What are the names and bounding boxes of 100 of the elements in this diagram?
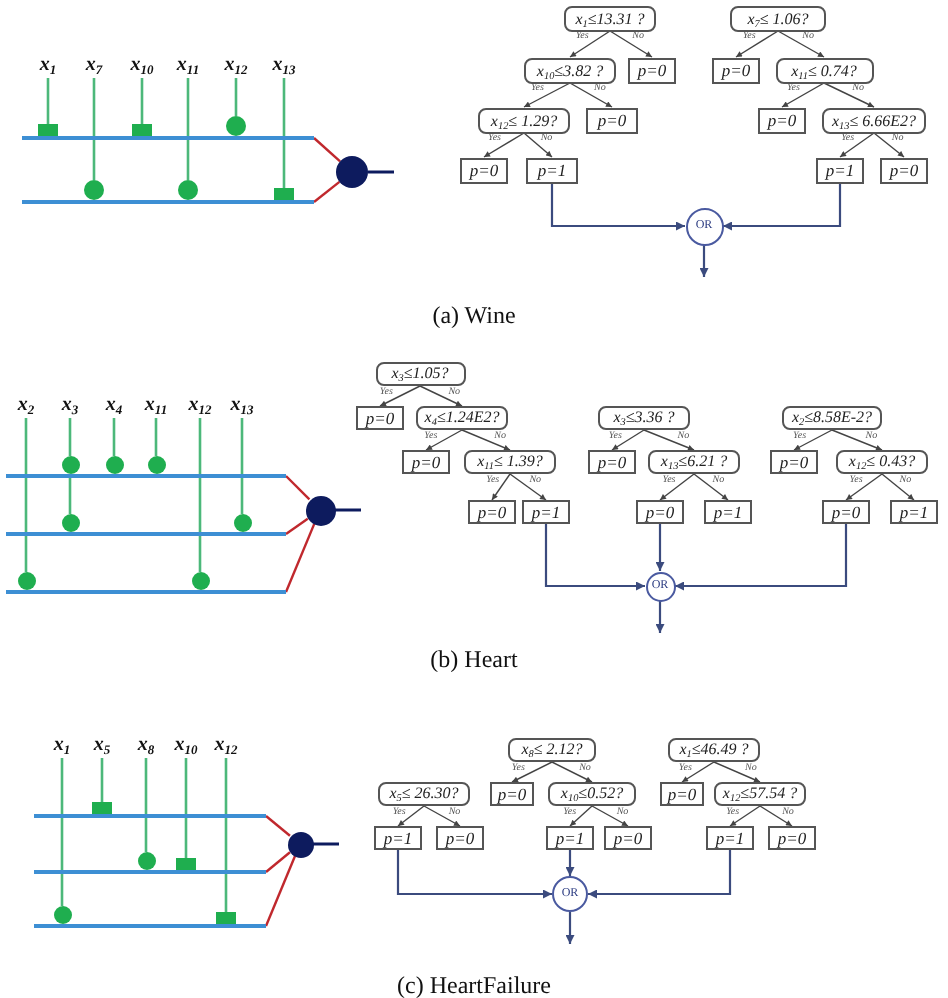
connector-line (264, 855, 297, 927)
figure-caption: (c) HeartFailure (397, 973, 551, 998)
connector-line (313, 842, 339, 846)
leaf-node: p=1 (374, 826, 422, 850)
circle-marker-icon (226, 116, 246, 136)
arrow (735, 30, 779, 58)
condition-node: x$_{10}$≤3.82 ? (524, 57, 616, 83)
arrow (777, 30, 825, 58)
variable-label: x$_{12}$ (214, 734, 238, 758)
leaf-node: p=1 (816, 157, 864, 183)
arrow (609, 30, 653, 58)
arrow (491, 473, 511, 501)
junction-dot-icon (287, 831, 313, 857)
circle-marker-icon (178, 180, 198, 200)
connector-line (92, 78, 96, 180)
variable-label: x$_{2}$ (17, 394, 35, 418)
arrow (655, 524, 665, 571)
connector-line (313, 137, 341, 163)
variable-label: x$_{10}$ (174, 734, 198, 758)
arrow (550, 183, 685, 231)
condition-node: x$_{1}$≤46.49 ? (668, 738, 760, 762)
connector-line (285, 475, 311, 501)
leaf-node: p=0 (660, 782, 704, 806)
arrow (831, 429, 883, 451)
horizontal-line (34, 924, 266, 928)
horizontal-line (22, 136, 314, 140)
arrow (511, 761, 553, 783)
leaf-node: p=0 (490, 782, 534, 806)
variable-label: x$_{8}$ (137, 734, 155, 758)
condition-node: x$_{3}$≤1.05? (375, 362, 465, 386)
arrow (569, 82, 613, 108)
connector-line (265, 851, 291, 873)
leaf-node: p=0 (468, 500, 516, 524)
figure-caption: (b) Heart (430, 647, 518, 673)
horizontal-line (34, 870, 266, 874)
variable-label: x$_{3}$ (61, 394, 79, 418)
arrow (569, 30, 611, 58)
connector-line (313, 180, 341, 203)
arrow (881, 473, 915, 501)
connector-line (144, 758, 148, 852)
leaf-node: p=0 (636, 500, 684, 524)
connector-line (234, 78, 238, 116)
connector-line (68, 418, 72, 456)
horizontal-line (6, 590, 286, 594)
square-marker-icon (38, 124, 58, 136)
circle-marker-icon (53, 906, 71, 924)
leaf-node: p=0 (628, 57, 676, 83)
leaf-node: p=0 (460, 157, 508, 183)
arrow (793, 429, 833, 451)
arrow (569, 805, 593, 827)
condition-node: x$_{12}$≤57.54 ? (714, 782, 806, 806)
connector-line (335, 508, 361, 512)
arrow (823, 82, 875, 108)
arrow (379, 385, 421, 407)
arrow (693, 473, 729, 501)
condition-node: x$_{1}$≤13.31 ? (564, 5, 656, 31)
leaf-node: p=1 (546, 826, 594, 850)
condition-node: x$_{12}$≤ 0.43? (836, 450, 928, 474)
arrow (781, 82, 825, 108)
connector-line (46, 78, 50, 124)
horizontal-line (22, 200, 314, 204)
arrow (659, 473, 695, 501)
condition-node: x$_{13}$≤ 6.66E2? (822, 107, 926, 133)
leaf-node: p=1 (890, 500, 938, 524)
arrow (588, 850, 732, 899)
connector-line (282, 78, 286, 188)
leaf-node: p=0 (712, 57, 760, 83)
arrow (425, 429, 463, 451)
connector-line (186, 78, 190, 180)
square-marker-icon (132, 124, 152, 136)
leaf-node: p=0 (758, 107, 806, 133)
arrow (397, 805, 425, 827)
condition-node: x$_{2}$≤8.58E-2? (782, 406, 882, 430)
leaf-node: p=0 (356, 406, 404, 430)
connector-line (224, 758, 228, 912)
circle-marker-icon (61, 514, 79, 532)
arrow (681, 761, 715, 783)
variable-label: x$_{11}$ (176, 54, 200, 78)
condition-node: x$_{13}$≤6.21 ? (648, 450, 740, 474)
connector-line (68, 474, 72, 514)
arrow (591, 805, 629, 827)
arrow (483, 132, 525, 158)
condition-node: x$_{11}$≤ 1.39? (464, 450, 556, 474)
leaf-node: p=1 (522, 500, 570, 524)
arrow (509, 473, 547, 501)
connector-line (184, 758, 188, 858)
connector-line (198, 418, 202, 572)
variable-label: x$_{12}$ (188, 394, 212, 418)
condition-node: x$_{3}$≤3.36 ? (598, 406, 690, 430)
condition-node: x$_{8}$≤ 2.12? (508, 738, 596, 762)
circle-marker-icon (105, 456, 123, 474)
arrow (655, 601, 665, 633)
arrow (839, 132, 875, 158)
variable-label: x$_{5}$ (93, 734, 111, 758)
condition-node: x$_{7}$≤ 1.06? (730, 5, 826, 31)
leaf-node: p=0 (436, 826, 484, 850)
leaf-node: p=0 (822, 500, 870, 524)
circle-marker-icon (147, 456, 165, 474)
variable-label: x$_{13}$ (272, 54, 296, 78)
leaf-node: p=1 (706, 826, 754, 850)
